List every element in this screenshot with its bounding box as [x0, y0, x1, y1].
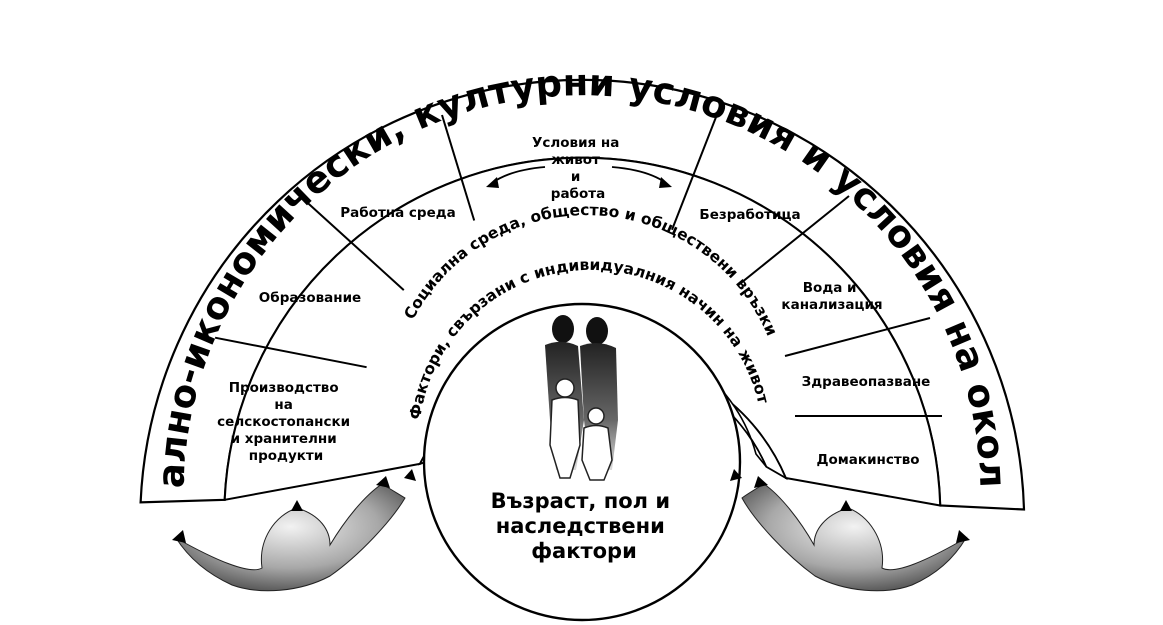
- segment-unemployment-label: Безработица: [699, 207, 800, 223]
- segment-health-label: Здравеопазване: [802, 374, 931, 390]
- segment-work-environment-label: Работна среда: [340, 205, 456, 221]
- family-silhouette-icon: [545, 315, 618, 481]
- segment-living-conditions-label: Условия на живот и работа: [532, 135, 624, 202]
- segment-education-label: Образование: [259, 290, 361, 306]
- segment-water-label: Вода и канализация: [781, 280, 882, 313]
- arrowhead-icon: [486, 177, 672, 188]
- segment-production-label: Производство на селскостопански и хранит…: [217, 380, 355, 464]
- left-curved-arrows: [172, 469, 416, 592]
- center-label: Възраст, пол и наследствени фактори: [491, 489, 678, 563]
- segment-dividers: [214, 111, 942, 417]
- segment-household-label: Домакинство: [816, 452, 919, 468]
- right-curved-arrows: [730, 469, 970, 592]
